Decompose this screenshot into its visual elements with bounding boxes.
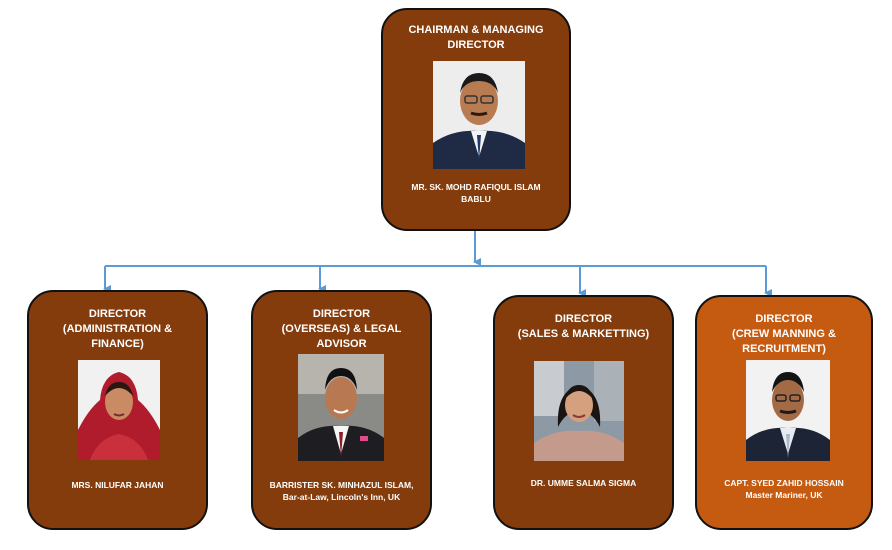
- chairman-name-line2: BABLU: [461, 194, 491, 204]
- director-sales-marketing-name: DR. UMME SALMA SIGMA: [501, 477, 666, 489]
- chairman-name-line1: MR. SK. MOHD RAFIQUL ISLAM: [411, 182, 541, 192]
- director-crew-manning-photo: [746, 360, 830, 461]
- director-name-line2: Bar-at-Law, Lincoln's Inn, UK: [282, 492, 401, 502]
- chairman-role: CHAIRMAN & MANAGING DIRECTOR: [389, 23, 563, 53]
- director-overseas-legal-photo: [298, 354, 384, 461]
- director-role-line2: (CREW MANNING &: [732, 328, 836, 340]
- director-role-line3: ADVISOR: [316, 338, 367, 350]
- director-admin-finance-box: DIRECTOR (ADMINISTRATION & FINANCE) MRS.…: [27, 290, 208, 530]
- director-name-line1: MRS. NILUFAR JAHAN: [71, 480, 164, 490]
- director-role-line2: (SALES & MARKETTING): [517, 328, 650, 340]
- director-name-line2: Master Mariner, UK: [745, 490, 823, 500]
- director-role-line3: FINANCE): [91, 338, 144, 350]
- director-sales-marketing-box: DIRECTOR (SALES & MARKETTING) DR. UMME S…: [493, 295, 674, 530]
- director-role-line1: DIRECTOR: [312, 308, 371, 320]
- director-name-line1: CAPT. SYED ZAHID HOSSAIN: [724, 478, 844, 488]
- director-sales-marketing-photo: [534, 361, 624, 461]
- director-crew-manning-name: CAPT. SYED ZAHID HOSSAIN Master Mariner,…: [703, 477, 865, 501]
- chairman-photo: [433, 61, 525, 169]
- director-role-line3: RECRUITMENT): [742, 343, 826, 355]
- chairman-name: MR. SK. MOHD RAFIQUL ISLAM BABLU: [389, 181, 563, 205]
- director-sales-marketing-role: DIRECTOR (SALES & MARKETTING): [501, 312, 666, 342]
- director-overseas-legal-role: DIRECTOR (OVERSEAS) & LEGAL ADVISOR: [259, 307, 424, 352]
- director-role-line1: DIRECTOR: [755, 313, 813, 325]
- director-admin-finance-role: DIRECTOR (ADMINISTRATION & FINANCE): [35, 307, 200, 352]
- director-overseas-legal-name: BARRISTER SK. MINHAZUL ISLAM, Bar-at-Law…: [259, 479, 424, 503]
- chairman-role-line2: DIRECTOR: [447, 39, 505, 51]
- director-role-line2: (OVERSEAS) & LEGAL: [281, 323, 402, 335]
- director-role-line2: (ADMINISTRATION &: [62, 323, 173, 335]
- chairman-box: CHAIRMAN & MANAGING DIRECTOR MR. SK. MOH…: [381, 8, 571, 231]
- director-admin-finance-photo: [78, 360, 160, 460]
- director-name-line1: BARRISTER SK. MINHAZUL ISLAM,: [269, 480, 414, 490]
- director-role-line1: DIRECTOR: [554, 313, 613, 325]
- director-admin-finance-name: MRS. NILUFAR JAHAN: [35, 479, 200, 491]
- director-overseas-legal-box: DIRECTOR (OVERSEAS) & LEGAL ADVISOR BARR…: [251, 290, 432, 530]
- director-crew-manning-box: DIRECTOR (CREW MANNING & RECRUITMENT) CA…: [695, 295, 873, 530]
- chairman-role-line1: CHAIRMAN & MANAGING: [408, 24, 544, 36]
- director-crew-manning-role: DIRECTOR (CREW MANNING & RECRUITMENT): [703, 312, 865, 357]
- director-name-line1: DR. UMME SALMA SIGMA: [530, 478, 637, 488]
- director-role-line1: DIRECTOR: [88, 308, 147, 320]
